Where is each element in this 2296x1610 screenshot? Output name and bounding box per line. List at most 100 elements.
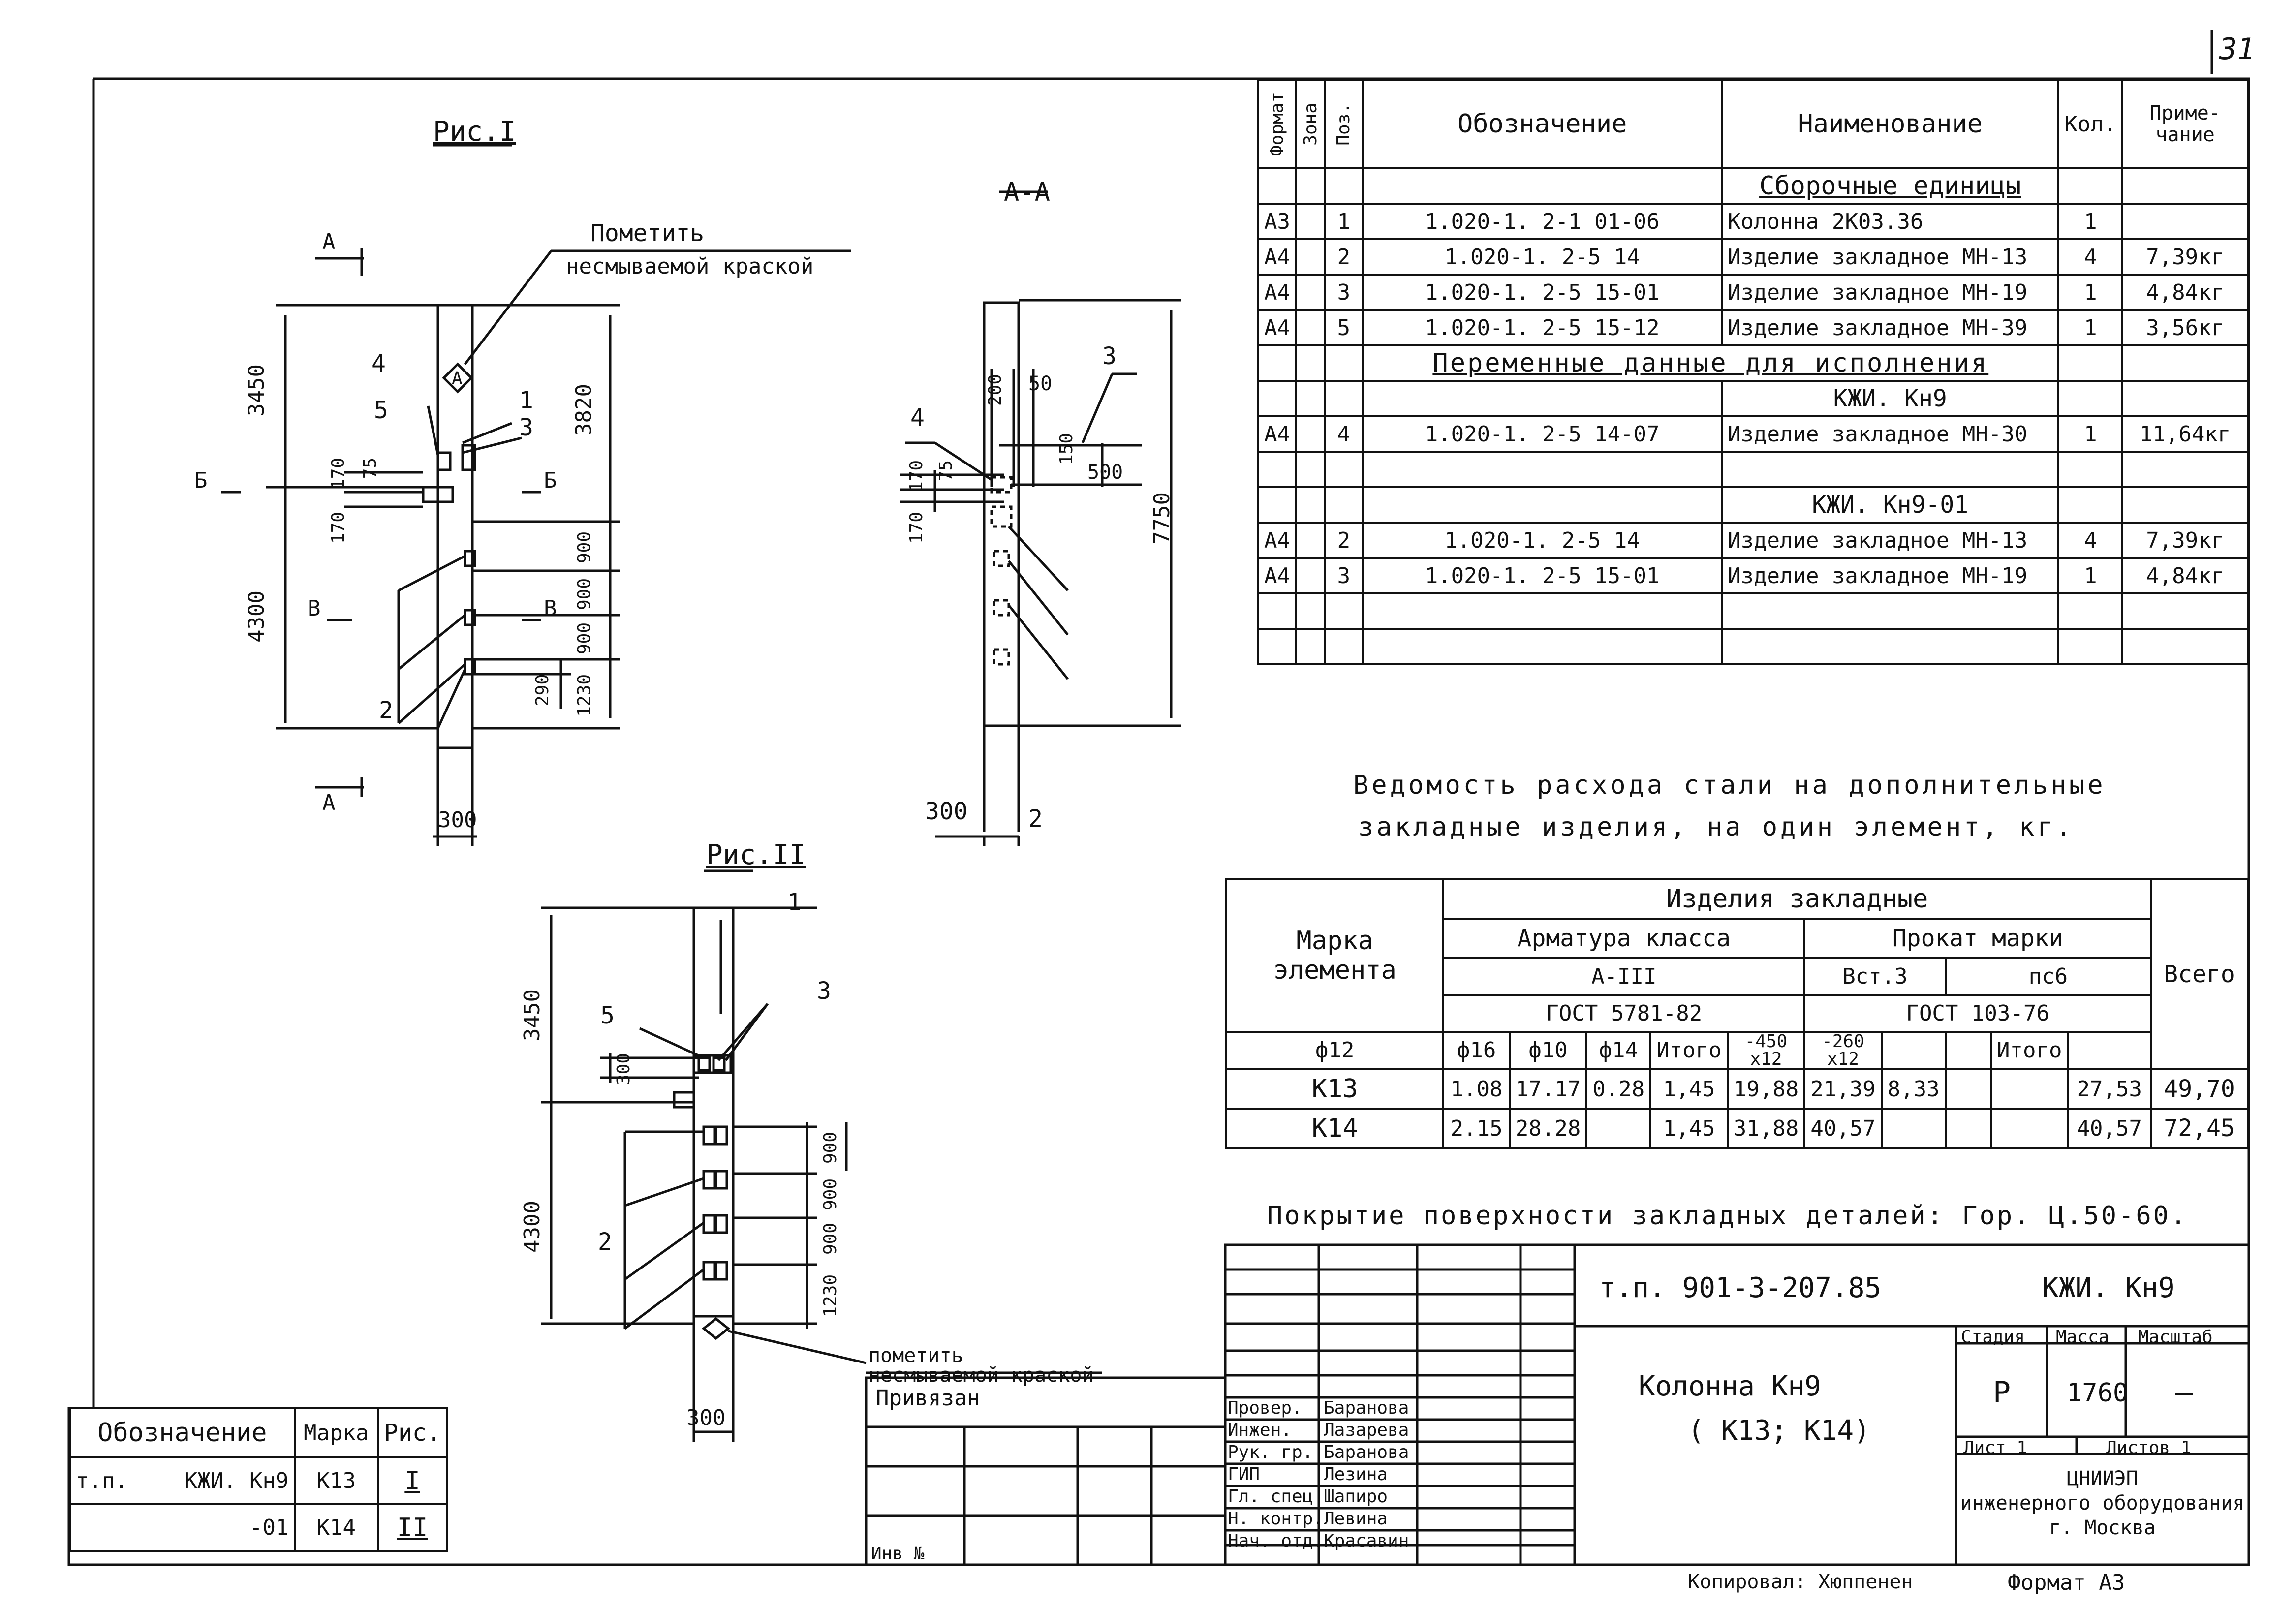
steel-row-value: [1944, 1108, 1992, 1149]
steel-col-header: [1944, 1031, 1992, 1070]
callout-4: 4: [372, 350, 386, 377]
coating-note: Покрытие поверхности закладных деталей: …: [1267, 1201, 2188, 1231]
spec-cell-name: Изделие закладное МН-13: [1720, 522, 2060, 559]
spec-cell-name: Сборочные единицы: [1720, 167, 2060, 205]
fig2-dim-3450: 3450: [520, 989, 545, 1041]
steel-col-header: Итого: [1990, 1031, 2069, 1070]
dim-290: 290: [532, 674, 553, 707]
aa-dim-500: 500: [1087, 461, 1123, 484]
spec-cell-designation: [1362, 592, 1723, 630]
section-aa-title: А-А: [1004, 178, 1050, 207]
aa-dim-170b: 170: [906, 512, 927, 544]
steel-caption-line1: Ведомость расхода стали на дополнительны…: [1353, 771, 2106, 800]
spec-cell-qty: [2057, 628, 2124, 665]
spec-cell-format: [1257, 486, 1297, 524]
section-v-mark-right: В: [544, 596, 557, 621]
callout-1: 1: [519, 387, 533, 414]
stage-value: Р: [1993, 1375, 2011, 1410]
section-b-mark-left: Б: [194, 468, 208, 493]
steel-h-mark: Марка элемента: [1225, 878, 1445, 1033]
spec-cell-designation: [1362, 380, 1723, 417]
spec-cell-name: КЖИ. Кн9-01: [1720, 486, 2060, 524]
steel-row-value: 40,57: [2067, 1108, 2152, 1149]
steel-h-rebar-class: А-III: [1442, 957, 1806, 996]
mass-header: Масса: [2056, 1327, 2110, 1347]
steel-row-value: 0.28: [1585, 1068, 1652, 1110]
aa-dim-150: 150: [1056, 433, 1077, 465]
spec-cell-format: А3: [1257, 203, 1297, 240]
steel-col-header: ф10: [1508, 1031, 1588, 1070]
spec-cell-format: [1257, 344, 1297, 382]
spec-cell-qty: 1: [2057, 309, 2124, 346]
spec-cell-zone: [1295, 203, 1326, 240]
dim-170a: 170: [328, 458, 348, 490]
steel-caption-line2: закладные изделия, на один элемент, кг.: [1358, 812, 2074, 842]
spec-cell-name: Изделие закладное МН-19: [1720, 557, 2060, 594]
inv-label: Инв №: [871, 1544, 925, 1564]
spec-cell-note: [2121, 451, 2249, 488]
spec-cell-name: Изделие закладное МН-30: [1720, 415, 2060, 453]
spec-cell-name: Изделие закладное МН-13: [1720, 238, 2060, 276]
steel-row-value: [1944, 1068, 1992, 1110]
spec-cell-qty: 4: [2057, 522, 2124, 559]
spec-cell-qty: 1: [2057, 274, 2124, 311]
steel-h-rebar-gost: ГОСТ 5781-82: [1442, 994, 1806, 1033]
steel-h-products: Изделия закладные: [1442, 878, 2152, 920]
steel-row-total: 72,45: [2150, 1108, 2249, 1149]
org-line1: ЦНИИЭП: [2067, 1467, 2138, 1490]
fig2-dim-300a: 300: [614, 1053, 634, 1085]
sheets-label: Листов 1: [2106, 1438, 2192, 1458]
spec-cell-format: [1257, 451, 1297, 488]
aa-callout-4: 4: [910, 404, 925, 432]
spec-cell-name: [1720, 628, 2060, 665]
spec-h-designation: Обозначение: [1362, 79, 1723, 169]
fig2-callout-5: 5: [600, 1002, 615, 1029]
spec-cell-pos: 3: [1324, 557, 1364, 594]
spec-row: Сборочные единицы: [1257, 167, 2249, 205]
signer-name: Красавин: [1324, 1531, 1409, 1551]
section-v-mark-left: В: [308, 596, 321, 621]
mass-value: 1760: [2067, 1378, 2129, 1408]
spec-h-pos: Поз.: [1334, 102, 1354, 146]
spec-cell-zone: [1295, 167, 1326, 205]
spec-cell-zone: [1295, 309, 1326, 346]
mark-row1-fig: I: [377, 1456, 448, 1505]
mark-row1-mark: К13: [293, 1456, 379, 1505]
spec-cell-qty: [2057, 451, 2124, 488]
spec-h-qty: Кол.: [2057, 79, 2124, 169]
spec-cell-name: [1720, 451, 2060, 488]
spec-cell-qty: 1: [2057, 557, 2124, 594]
spec-cell-designation: [1362, 167, 1723, 205]
steel-row-value: 27,53: [2067, 1068, 2152, 1110]
sheet-label: Лист 1: [1963, 1438, 2028, 1458]
title-block-frame: [865, 1243, 2250, 1566]
figure1-title: Рис.I: [433, 116, 516, 148]
steel-row-value: 40,57: [1803, 1108, 1883, 1149]
fig2-dim-1230: 1230: [820, 1274, 840, 1317]
fig2-callout-2: 2: [598, 1228, 612, 1256]
spec-cell-zone: [1295, 557, 1326, 594]
steel-row-value: 1.08: [1442, 1068, 1511, 1110]
aa-callout-3: 3: [1102, 342, 1117, 370]
dim-1230: 1230: [574, 674, 594, 717]
spec-row: [1257, 592, 2249, 630]
spec-cell-designation: 1.020-1. 2-1 01-06: [1362, 203, 1723, 240]
mark-h-mark: Марка: [293, 1407, 379, 1458]
spec-cell-note: 7,39кг: [2121, 522, 2249, 559]
figure1-note-line2: несмываемой краской: [566, 254, 814, 279]
steel-col-header: ф14: [1585, 1031, 1652, 1070]
spec-cell-pos: 2: [1324, 522, 1364, 559]
spec-cell-format: А4: [1257, 557, 1297, 594]
spec-cell-name: Изделие закладное МН-19: [1720, 274, 2060, 311]
steel-h-rebar: Арматура класса: [1442, 918, 1806, 959]
spec-cell-zone: [1295, 451, 1326, 488]
spec-row: [1257, 451, 2249, 488]
fig2-callout-1: 1: [787, 889, 802, 916]
spec-row: [1257, 628, 2249, 665]
dim-900c: 900: [574, 622, 594, 655]
